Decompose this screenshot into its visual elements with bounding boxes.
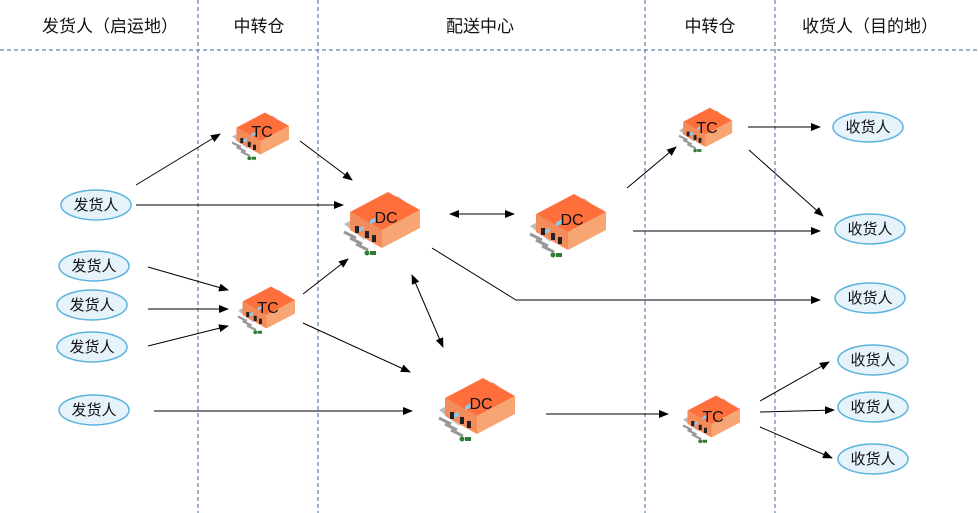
arrow [759,426,833,459]
consignee-node[interactable]: 收货人 [837,443,909,475]
facility-code-dc: DC [469,396,492,413]
arrow [431,247,821,304]
header-distribution-center: 配送中心 [446,17,514,37]
consignee-node[interactable]: 收货人 [834,213,906,245]
arrow [411,274,444,348]
arrow [135,133,221,186]
header-consignee: 收货人（目的地） [802,17,938,37]
shipper-node[interactable]: 发货人 [58,394,130,426]
shipper-node[interactable]: 发货人 [56,289,128,321]
consignee-node[interactable]: 收货人 [837,391,909,423]
consignee-label: 收货人 [850,398,895,416]
header-transit-left: 中转仓 [234,17,285,37]
arrow [748,149,824,217]
arrow [302,258,349,295]
consignee-node[interactable]: 收货人 [837,344,909,376]
shipper-label: 发货人 [71,401,116,419]
shipper-node[interactable]: 发货人 [58,250,130,282]
consignee-label: 收货人 [847,289,892,307]
arrow [299,140,353,181]
arrow [626,146,677,189]
arrow [147,266,229,292]
arrow [147,324,229,347]
consignee-label: 收货人 [850,351,895,369]
facility-code-dc: DC [374,210,397,227]
shipper-label: 发货人 [69,338,114,356]
flow-arrows [135,123,835,459]
arrow [759,361,830,402]
shipper-node[interactable]: 发货人 [56,331,128,363]
consignee-label: 收货人 [845,118,890,136]
header-shipper: 发货人（启运地） [42,17,178,37]
facility-code-tc: TC [251,124,272,141]
facility-code-tc: TC [696,120,717,137]
shipper-node[interactable]: 发货人 [60,189,132,221]
facility-code-dc: DC [560,212,583,229]
consignee-node[interactable]: 收货人 [834,282,906,314]
shipper-label: 发货人 [73,196,118,214]
consignee-label: 收货人 [850,450,895,468]
arrow [302,322,411,373]
shipper-label: 发货人 [69,296,114,314]
consignee-label: 收货人 [847,220,892,238]
consignee-node[interactable]: 收货人 [832,111,904,143]
facility-code-tc: TC [702,409,723,426]
header-transit-right: 中转仓 [685,17,736,37]
arrow [759,406,835,415]
facility-code-tc: TC [257,300,278,317]
shipper-label: 发货人 [71,257,116,275]
